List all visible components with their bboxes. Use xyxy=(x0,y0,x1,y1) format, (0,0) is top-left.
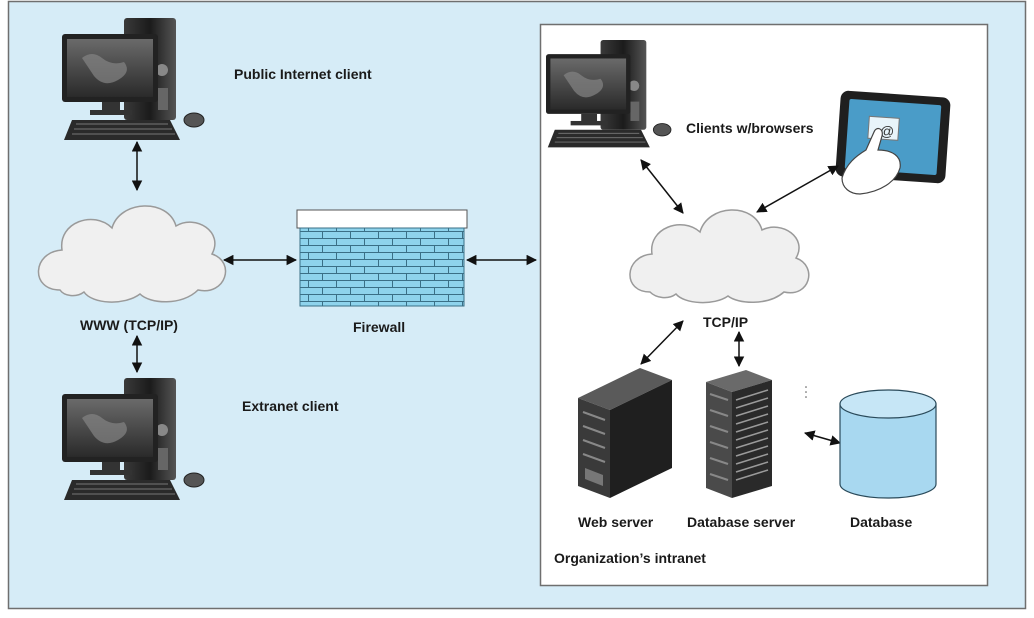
arrow-intranet-client-cloud xyxy=(640,159,684,214)
www-label: WWW (TCP/IP) xyxy=(80,317,178,333)
clients-browsers-label: Clients w/browsers xyxy=(686,120,814,136)
intranet-label: Organization’s intranet xyxy=(554,550,706,566)
computer-icon-extranet xyxy=(62,378,205,500)
server-rack-icon xyxy=(706,370,772,498)
web-server-label: Web server xyxy=(578,514,654,530)
firewall-label: Firewall xyxy=(353,319,405,335)
public-client-label: Public Internet client xyxy=(234,66,372,82)
database-cylinder-icon xyxy=(839,389,937,499)
ellipsis-dots xyxy=(805,386,807,398)
tcpip-label: TCP/IP xyxy=(703,314,748,330)
tablet-icon: @ xyxy=(835,90,951,195)
db-server-label: Database server xyxy=(687,514,796,530)
computer-icon-public xyxy=(62,18,205,140)
arrow-dbserver-database xyxy=(803,430,842,446)
brick-wall-icon xyxy=(296,209,468,307)
svg-text:@: @ xyxy=(880,123,894,139)
server-tower-icon xyxy=(578,368,672,498)
cloud-icon-www xyxy=(37,205,227,303)
cloud-icon-tcpip xyxy=(629,209,810,304)
extranet-client-label: Extranet client xyxy=(242,398,339,414)
arrow-cloud-webserver xyxy=(640,320,684,365)
computer-icon-intranet xyxy=(546,40,672,148)
database-label: Database xyxy=(850,514,912,530)
arrow-tablet-cloud xyxy=(756,165,839,213)
